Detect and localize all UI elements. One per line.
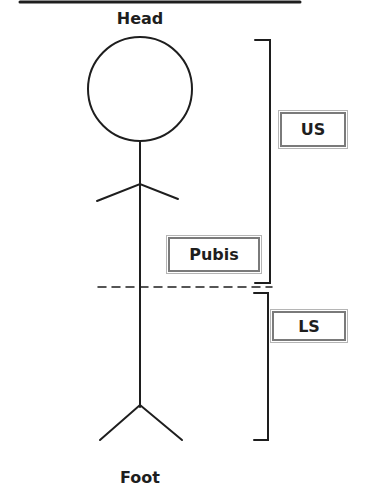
lower-segment-bracket <box>254 293 268 440</box>
body-line <box>139 141 141 407</box>
label-box: Pubis <box>168 237 260 272</box>
head-circle <box>88 37 192 141</box>
top-rule <box>20 1 300 4</box>
body-part-label: Head <box>117 9 164 28</box>
arms-line <box>97 184 178 201</box>
segment-label: Pubis <box>189 245 239 264</box>
pubis-dashed-line <box>98 286 272 288</box>
label-box: LS <box>272 311 346 341</box>
legs-line <box>100 405 182 440</box>
segment-label: US <box>301 120 326 139</box>
body-part-label: Foot <box>120 468 160 487</box>
segment-label: LS <box>298 317 320 336</box>
label-box: US <box>280 112 346 147</box>
